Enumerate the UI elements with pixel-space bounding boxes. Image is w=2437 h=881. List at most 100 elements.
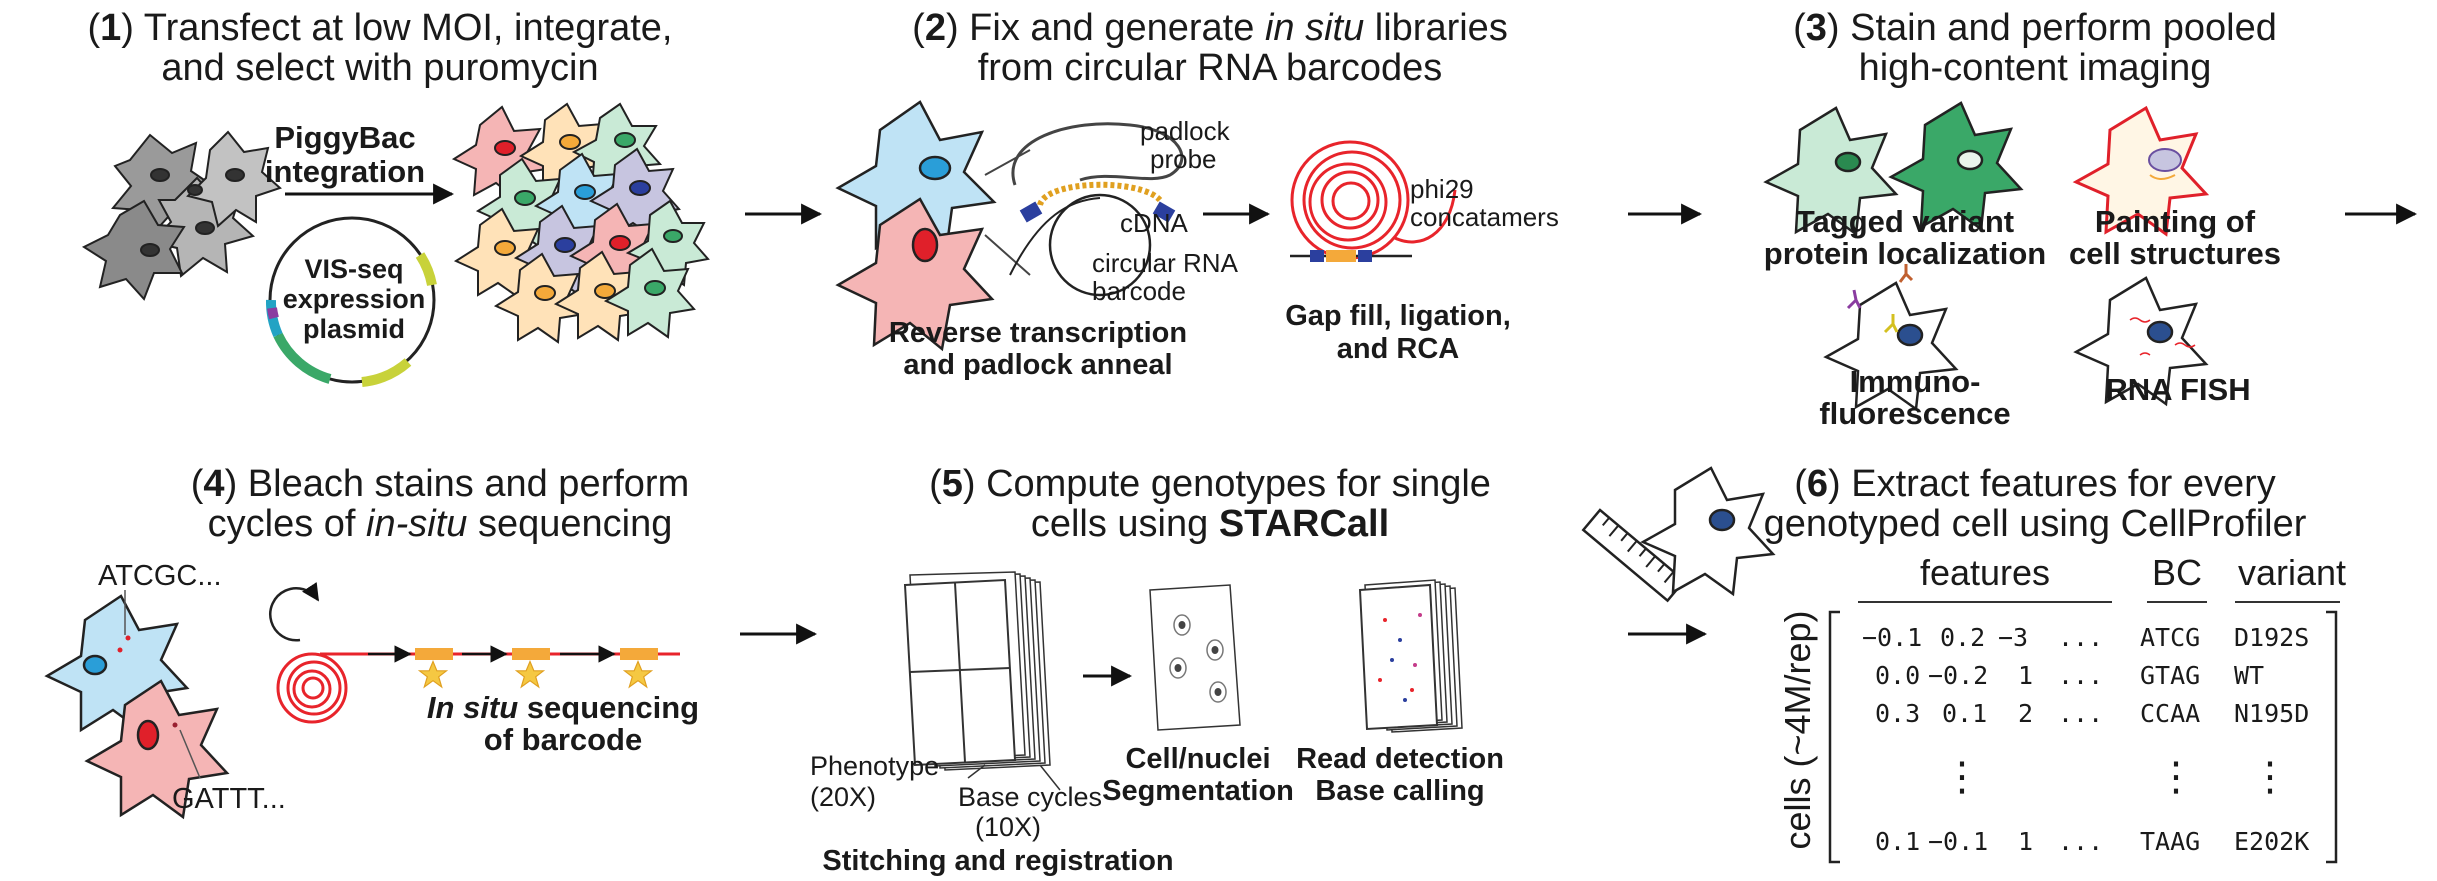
table-row: 0.3 0.1 2 ... CCAA N195D xyxy=(1875,699,2309,728)
tagged-label-line1: Tagged variant xyxy=(1796,204,2014,239)
rca-concatamer xyxy=(1290,140,1457,262)
read-detection-label-line2: Base calling xyxy=(1315,775,1484,807)
panel-6-title-line1: (6) Extract features for every xyxy=(1794,463,2276,505)
base-cycles-label-line2: (10X) xyxy=(975,812,1041,842)
table-left-bracket xyxy=(1828,610,1840,864)
panel-1-title-line2: and select with puromycin xyxy=(161,47,598,89)
table-right-bracket xyxy=(2326,610,2338,864)
cell-bc: ATCG xyxy=(2140,623,2200,652)
painting-label-line1: Painting of xyxy=(2095,204,2256,239)
panel-4: (4) Bleach stains and perform cycles of … xyxy=(44,463,699,820)
cell-f3: 1 xyxy=(2018,827,2033,856)
measured-cell xyxy=(1640,466,1776,597)
zoom-line-bottom xyxy=(984,234,1031,276)
panel-3: (3) Stain and perform pooled high-conten… xyxy=(1763,7,2281,431)
tagged-variant-cells xyxy=(1763,101,2024,237)
immuno-label-line2: fluorescence xyxy=(1819,396,2010,431)
rna-fish-label: RNA FISH xyxy=(2105,372,2250,407)
panel-6-title-line2: genotyped cell using CellProfiler xyxy=(1764,503,2307,545)
plasmid-label-line2: expression xyxy=(283,284,426,314)
cells-axis-label: cells (~4M/rep) xyxy=(1777,610,1818,849)
rt-label-line2: and padlock anneal xyxy=(903,349,1172,381)
plasmid-label-line1: VIS-seq xyxy=(304,254,403,284)
read-detection-stack xyxy=(1358,579,1463,733)
cell-variant: WT xyxy=(2234,661,2264,690)
panel-5: (5) Compute genotypes for single cells u… xyxy=(810,463,1504,877)
piggybac-label-line1: PiggyBac xyxy=(274,120,415,155)
segmentation-label-line2: Segmentation xyxy=(1102,775,1294,807)
cell-dots: ... xyxy=(2058,661,2103,690)
gap-fill-label-line1: Gap fill, ligation, xyxy=(1285,300,1511,332)
panel-3-title-line1: (3) Stain and perform pooled xyxy=(1793,7,2277,49)
panel-2: (2) Fix and generate in situ libraries f… xyxy=(835,7,1559,381)
cell-dots: ... xyxy=(2058,699,2103,728)
cell-bc: GTAG xyxy=(2140,661,2200,690)
sequencing-red-cell xyxy=(84,679,230,820)
variant-header: variant xyxy=(2238,552,2346,593)
panel-3-title-line2: high-content imaging xyxy=(1859,47,2212,89)
rt-label-line1: Reverse transcription xyxy=(889,317,1187,349)
cell-variant: E202K xyxy=(2234,827,2309,856)
cell-dots: ... xyxy=(2058,623,2103,652)
cell-f1: −0.1 xyxy=(1862,623,1922,652)
sequence-a-label: ATCGC... xyxy=(98,560,222,592)
panel-1: (1) Transfect at low MOI, integrate, and… xyxy=(81,7,710,387)
cell-painting-cell xyxy=(2072,105,2210,237)
immunofluorescence-cell xyxy=(1823,264,1959,412)
table-row: −0.1 0.2 −3 ... ATCG D192S xyxy=(1862,623,2309,652)
panel-2-title-line1: (2) Fix and generate in situ libraries xyxy=(912,7,1508,49)
cell-bc: TAAG xyxy=(2140,827,2200,856)
panel-4-title-line1: (4) Bleach stains and perform xyxy=(191,463,689,505)
cell-f3: 2 xyxy=(2018,699,2033,728)
features-header: features xyxy=(1920,552,2050,593)
painting-label-line2: cell structures xyxy=(2069,236,2281,271)
immuno-label-line1: Immuno- xyxy=(1850,364,1981,399)
panel-1-title-line1: (1) Transfect at low MOI, integrate, xyxy=(87,7,672,49)
plasmid-label-line3: plasmid xyxy=(303,314,405,344)
image-tile-stack xyxy=(903,571,1051,771)
vertical-ellipsis: ⋮ xyxy=(2156,755,2196,799)
table-row: 0.0 −0.2 1 ... GTAG WT xyxy=(1875,661,2264,690)
base-cycles-label-line1: Base cycles xyxy=(958,782,1102,812)
cell-f1: 0.1 xyxy=(1875,827,1920,856)
panel-2-title-line2: from circular RNA barcodes xyxy=(978,47,1443,89)
plasmid-diagram: VIS-seq expression plasmid xyxy=(266,216,437,387)
feature-table: features BC variant cells (~4M/rep) −0.1… xyxy=(1777,552,2346,864)
cell-f1: 0.3 xyxy=(1875,699,1920,728)
padlock-label-line1: padlock xyxy=(1140,116,1231,146)
stitching-label: Stitching and registration xyxy=(822,845,1173,877)
cell-variant: D192S xyxy=(2234,623,2309,652)
piggybac-label-line2: integration xyxy=(265,154,425,189)
padlock-label-line2: probe xyxy=(1150,144,1217,174)
phi29-label-line1: phi29 xyxy=(1410,174,1474,204)
panel-5-title-line1: (5) Compute genotypes for single xyxy=(929,463,1491,505)
ruler-icon xyxy=(1581,508,1687,603)
circular-rna-label-line1: circular RNA xyxy=(1092,248,1239,278)
cell-f3: −3 xyxy=(1998,623,2028,652)
cell-variant: N195D xyxy=(2234,699,2309,728)
insitu-seq-label-line1: In situ sequencing xyxy=(427,690,699,725)
cycle-arrow-icon xyxy=(269,582,320,642)
cell-dots: ... xyxy=(2058,827,2103,856)
panel-5-title-line2: cells using STARCall xyxy=(1031,503,1389,545)
padlock-probe-diagram xyxy=(1009,122,1184,297)
sequencing-readout xyxy=(276,645,680,724)
read-detection-label-line1: Read detection xyxy=(1296,743,1504,775)
zoom-line-top xyxy=(984,149,1031,176)
segmentation-image xyxy=(1149,584,1241,731)
transfected-cell-pool xyxy=(451,102,710,344)
phenotype-label-line2: (20X) xyxy=(810,782,876,812)
circular-rna-label-line2: barcode xyxy=(1092,276,1186,306)
segmentation-label-line1: Cell/nuclei xyxy=(1125,743,1270,775)
cell-f2: −0.2 xyxy=(1928,661,1988,690)
phi29-label-line2: concatamers xyxy=(1410,202,1559,232)
insitu-seq-label-line2: of barcode xyxy=(484,722,642,757)
cell-f2: 0.2 xyxy=(1940,623,1985,652)
cell-f1: 0.0 xyxy=(1875,661,1920,690)
gap-fill-label-line2: and RCA xyxy=(1337,333,1460,365)
cell-f3: 1 xyxy=(2018,661,2033,690)
cell-f2: −0.1 xyxy=(1928,827,1988,856)
bc-header: BC xyxy=(2152,552,2202,593)
